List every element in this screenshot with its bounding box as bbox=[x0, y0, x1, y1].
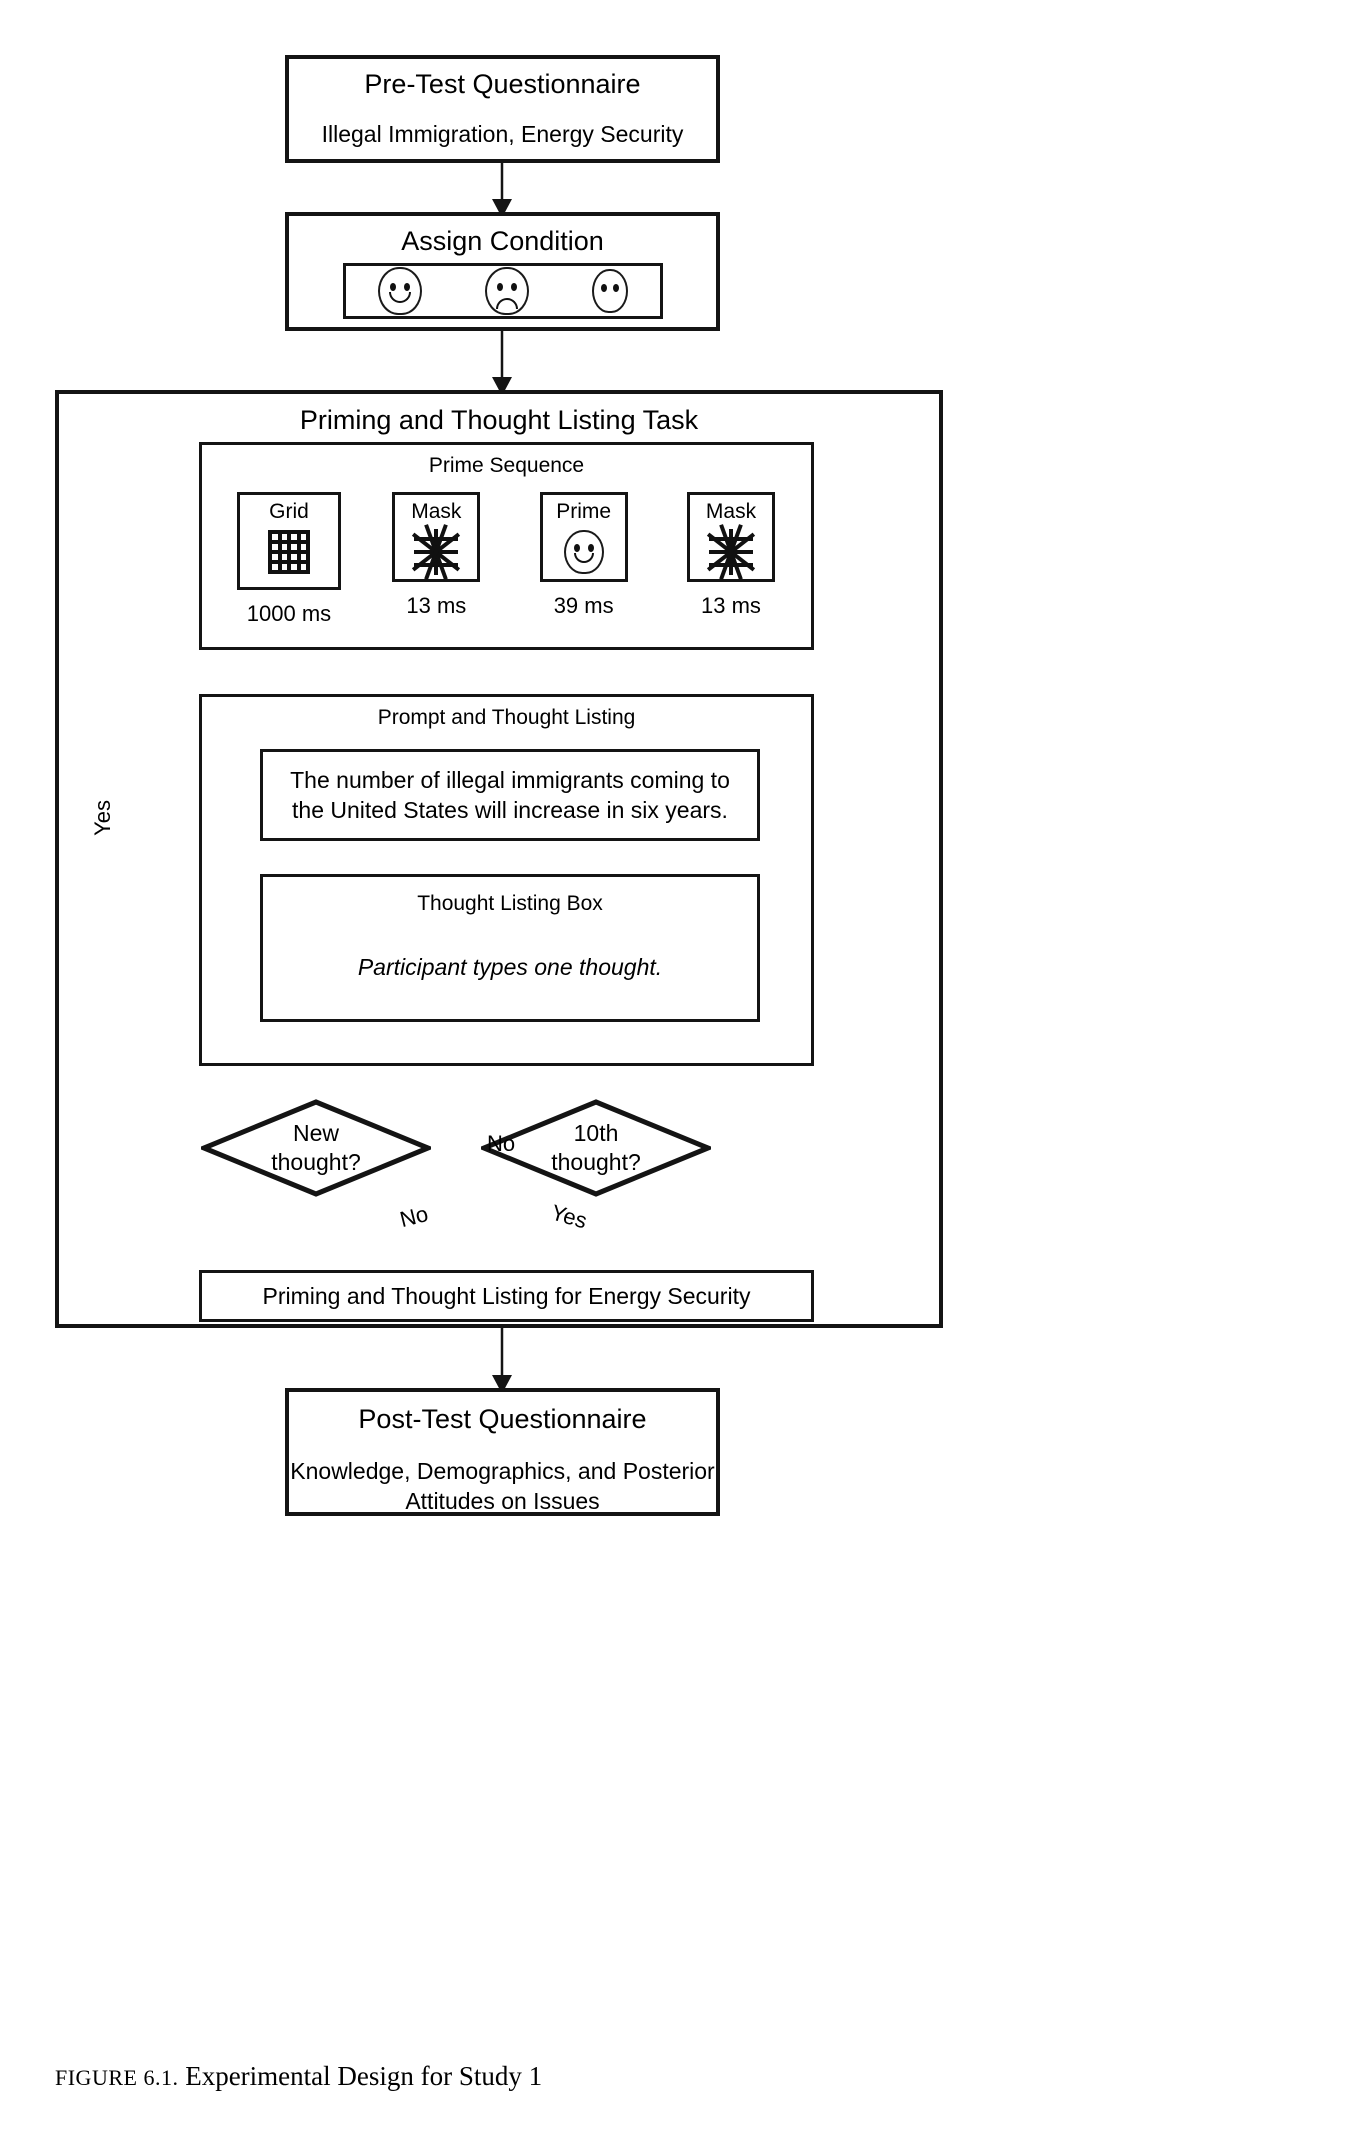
pretest-title: Pre-Test Questionnaire bbox=[364, 69, 641, 99]
prompt-statement-text: The number of illegal immigrants coming … bbox=[290, 767, 730, 823]
priming-task-title: Priming and Thought Listing Task bbox=[299, 405, 699, 435]
stimulus-row: Grid 1000 ms bbox=[230, 492, 790, 637]
assign-condition-box: Assign Condition bbox=[285, 212, 720, 331]
thought-listing-title: Thought Listing Box bbox=[417, 892, 603, 915]
pretest-subtitle: Illegal Immigration, Energy Security bbox=[321, 121, 684, 147]
mask2-stimulus-frame: Mask bbox=[686, 492, 775, 582]
prime-label: Prime bbox=[556, 500, 612, 523]
smiley-face-icon bbox=[563, 530, 604, 574]
mask-icon bbox=[706, 524, 756, 580]
prime-stimulus-frame: Prime bbox=[539, 492, 628, 582]
condition-faces-row bbox=[343, 263, 663, 319]
grid-duration: 1000 ms bbox=[246, 601, 332, 626]
posttest-subtitle: Knowledge, Demographics, and Posterior A… bbox=[290, 1456, 714, 1516]
grid-icon bbox=[268, 530, 310, 574]
mask2-duration: 13 ms bbox=[701, 593, 761, 618]
happy-face-icon bbox=[377, 267, 422, 315]
thought-listing-note: Participant types one thought. bbox=[357, 954, 663, 980]
mask-icon bbox=[412, 524, 461, 580]
energy-security-label: Priming and Thought Listing for Energy S… bbox=[262, 1283, 751, 1309]
posttest-title: Post-Test Questionnaire bbox=[358, 1404, 647, 1434]
neutral-face-icon bbox=[592, 269, 629, 313]
posttest-questionnaire-box: Post-Test Questionnaire Knowledge, Demog… bbox=[285, 1388, 720, 1516]
decision-tenth-thought-label: 10th thought? bbox=[481, 1119, 711, 1177]
grid-label: Grid bbox=[269, 500, 309, 523]
posttest-subtitle-line-1: Knowledge, Demographics, and Posterior bbox=[290, 1458, 715, 1484]
sad-face-icon bbox=[484, 267, 529, 315]
grid-stimulus-frame: Grid bbox=[237, 492, 341, 590]
decision-line-2: thought? bbox=[271, 1149, 361, 1175]
figure-caption-prefix: FIGURE 6.1. bbox=[55, 2065, 179, 2090]
stimulus-mask-2: Mask 13 ms bbox=[672, 492, 790, 637]
prime-sequence-box: Prime Sequence Grid bbox=[199, 442, 814, 650]
figure-caption-text: Experimental Design for Study 1 bbox=[185, 2061, 543, 2091]
prompt-thought-listing-box: Prompt and Thought Listing The number of… bbox=[199, 694, 814, 1066]
priming-task-container: Priming and Thought Listing Task Prime S… bbox=[55, 390, 943, 1328]
decision-line-2: thought? bbox=[551, 1149, 641, 1175]
decision-new-thought: New thought? bbox=[197, 1099, 435, 1197]
mask1-label: Mask bbox=[411, 500, 462, 523]
figure-caption: FIGURE 6.1. Experimental Design for Stud… bbox=[55, 2060, 542, 2094]
prime-sequence-title: Prime Sequence bbox=[428, 454, 585, 477]
assign-condition-title: Assign Condition bbox=[401, 226, 604, 256]
mask2-label: Mask bbox=[705, 500, 757, 523]
prompt-statement-box: The number of illegal immigrants coming … bbox=[260, 749, 760, 841]
prime-duration: 39 ms bbox=[553, 593, 614, 618]
edge-label-tenth-no: No bbox=[487, 1131, 516, 1156]
stimulus-grid: Grid 1000 ms bbox=[230, 492, 348, 637]
decision-line-1: New bbox=[292, 1120, 339, 1146]
posttest-subtitle-line-2: Attitudes on Issues bbox=[405, 1488, 600, 1514]
energy-security-box: Priming and Thought Listing for Energy S… bbox=[199, 1270, 814, 1322]
mask1-stimulus-frame: Mask bbox=[392, 492, 481, 582]
prompt-section-title: Prompt and Thought Listing bbox=[377, 706, 636, 729]
decision-line-1: 10th bbox=[573, 1120, 619, 1146]
pretest-questionnaire-box: Pre-Test Questionnaire Illegal Immigrati… bbox=[285, 55, 720, 163]
decision-new-thought-label: New thought? bbox=[201, 1119, 431, 1177]
stimulus-prime: Prime 39 ms bbox=[525, 492, 643, 637]
mask1-duration: 13 ms bbox=[406, 593, 467, 618]
stimulus-mask-1: Mask 13 ms bbox=[377, 492, 495, 637]
decision-tenth-thought: 10th thought? bbox=[477, 1099, 715, 1197]
edge-label-loop-yes: Yes bbox=[90, 800, 115, 836]
thought-listing-box[interactable]: Thought Listing Box Participant types on… bbox=[260, 874, 760, 1022]
